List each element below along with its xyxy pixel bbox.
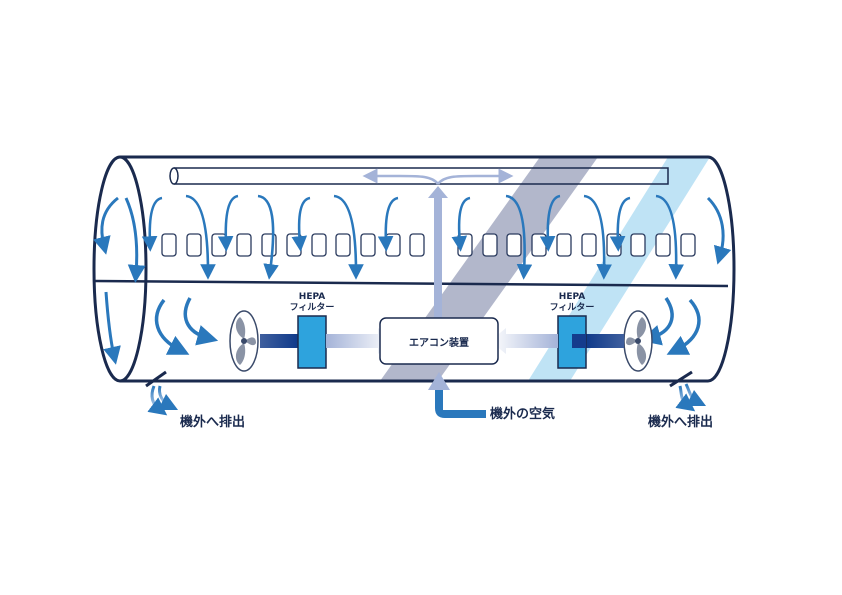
filtered-air-arrow <box>326 328 394 354</box>
overhead-airflow-arrow <box>451 196 471 252</box>
fan-duct <box>260 334 298 348</box>
seat-window <box>335 233 351 257</box>
overhead-airflow-arrow <box>377 196 399 252</box>
seat-window <box>680 233 696 257</box>
seat-window <box>506 233 522 257</box>
seat-row <box>161 233 696 257</box>
supply-split-right-arrow <box>437 168 514 185</box>
overhead-duct <box>174 167 669 185</box>
overhead-airflow-arrow <box>217 194 239 252</box>
aircon-unit <box>379 317 499 365</box>
exhaust-label-right: 機外へ排出 <box>648 414 713 430</box>
overhead-airflow-arrow <box>539 194 561 252</box>
end-airflow-arrow <box>706 196 732 265</box>
seat-window <box>630 233 646 257</box>
return-airflow-arrow <box>639 297 674 346</box>
seat-window <box>531 233 547 257</box>
seat-window <box>360 233 376 257</box>
end-airflow-arrow <box>124 197 146 283</box>
hepa-label-line1: HEPA <box>299 292 325 302</box>
seat-window <box>186 233 202 257</box>
exhaust-left <box>145 370 179 416</box>
overhead-airflow-arrow <box>333 194 364 280</box>
overhead-airflow-arrow <box>141 196 163 252</box>
seat-window <box>211 233 227 257</box>
end-airflow-arrow <box>103 291 121 365</box>
overhead-airflow-arrow <box>505 194 533 280</box>
seat-window <box>311 233 327 257</box>
return-airflow-arrow <box>666 298 701 355</box>
aircon-label: エアコン装置 <box>409 336 469 349</box>
outside-air-label: 機外の空気 <box>490 406 555 422</box>
seat-window <box>161 233 177 257</box>
fan-duct <box>586 334 624 348</box>
hepa-filter <box>297 315 327 369</box>
supply-split-left-arrow <box>362 168 439 185</box>
seat-window <box>409 233 425 257</box>
return-airflow-arrow <box>154 298 190 355</box>
exhaust-label-left: 機外へ排出 <box>180 414 245 430</box>
fuselage-outline <box>120 155 736 383</box>
end-airflow-arrow <box>93 196 119 255</box>
seat-window <box>581 233 597 257</box>
overhead-airflow-arrow <box>655 194 685 280</box>
filtered-air-arrow <box>490 328 558 354</box>
overhead-airflow-arrow <box>291 196 311 252</box>
fuselage-front-end <box>92 155 148 383</box>
hepa-label-line1: HEPA <box>559 292 585 302</box>
seat-window <box>655 233 671 257</box>
outside-air-duct <box>435 388 486 418</box>
fan-icon <box>623 310 653 372</box>
overhead-airflow-arrow <box>583 194 613 280</box>
overhead-airflow-arrow <box>609 196 631 252</box>
seat-window <box>482 233 498 257</box>
exhaust-right <box>669 370 707 412</box>
seat-window <box>556 233 572 257</box>
seat-window <box>236 233 252 257</box>
hepa-label-line2: フィルター <box>290 301 335 313</box>
return-airflow-arrow <box>183 297 219 346</box>
overhead-airflow-arrow <box>185 194 216 280</box>
overhead-duct-end <box>169 167 179 185</box>
outside-air-arrow <box>428 372 450 390</box>
hepa-label-line2: フィルター <box>550 301 595 313</box>
airflow-arrows <box>141 194 685 280</box>
seat-window <box>385 233 401 257</box>
fan-icon <box>229 310 259 372</box>
supply-riser-arrow <box>428 186 448 318</box>
filter-outlet <box>572 334 586 348</box>
cabin-floor-line <box>94 279 729 288</box>
overhead-airflow-arrow <box>257 194 279 280</box>
